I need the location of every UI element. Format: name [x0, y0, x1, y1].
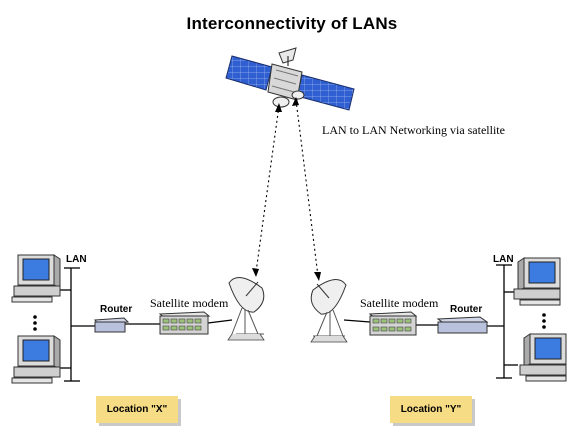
diagram-caption: LAN to LAN Networking via satellite [322, 123, 505, 137]
left-satellite-dish-icon [227, 277, 265, 341]
right-lan-label: LAN [493, 254, 514, 265]
satellite-icon [225, 47, 355, 111]
beam-arrowheads [252, 97, 321, 281]
uplink-beams [255, 99, 319, 277]
location-y-badge: Location "Y" [390, 396, 472, 423]
location-x-badge: Location "X" [96, 396, 178, 423]
right-computer-top [513, 257, 561, 306]
left-router-icon [94, 317, 130, 333]
right-modem-icon [368, 311, 418, 336]
right-router-icon [436, 316, 489, 334]
right-computer-bottom [519, 333, 567, 382]
right-ellipsis-icon [542, 313, 546, 329]
right-router-label: Router [450, 304, 483, 315]
right-satellite-dish-icon [310, 279, 348, 343]
left-lan-backbone [56, 267, 233, 382]
left-modem-label: Satellite modem [150, 296, 229, 310]
right-modem-label: Satellite modem [360, 296, 439, 310]
diagram-title: Interconnectivity of LANs [186, 14, 398, 33]
left-computer-bottom [11, 335, 61, 384]
left-lan-label: LAN [66, 254, 87, 265]
left-ellipsis-icon [33, 315, 37, 331]
left-computer-top [11, 254, 61, 303]
left-modem-icon [158, 311, 211, 335]
left-router-label: Router [100, 304, 133, 315]
